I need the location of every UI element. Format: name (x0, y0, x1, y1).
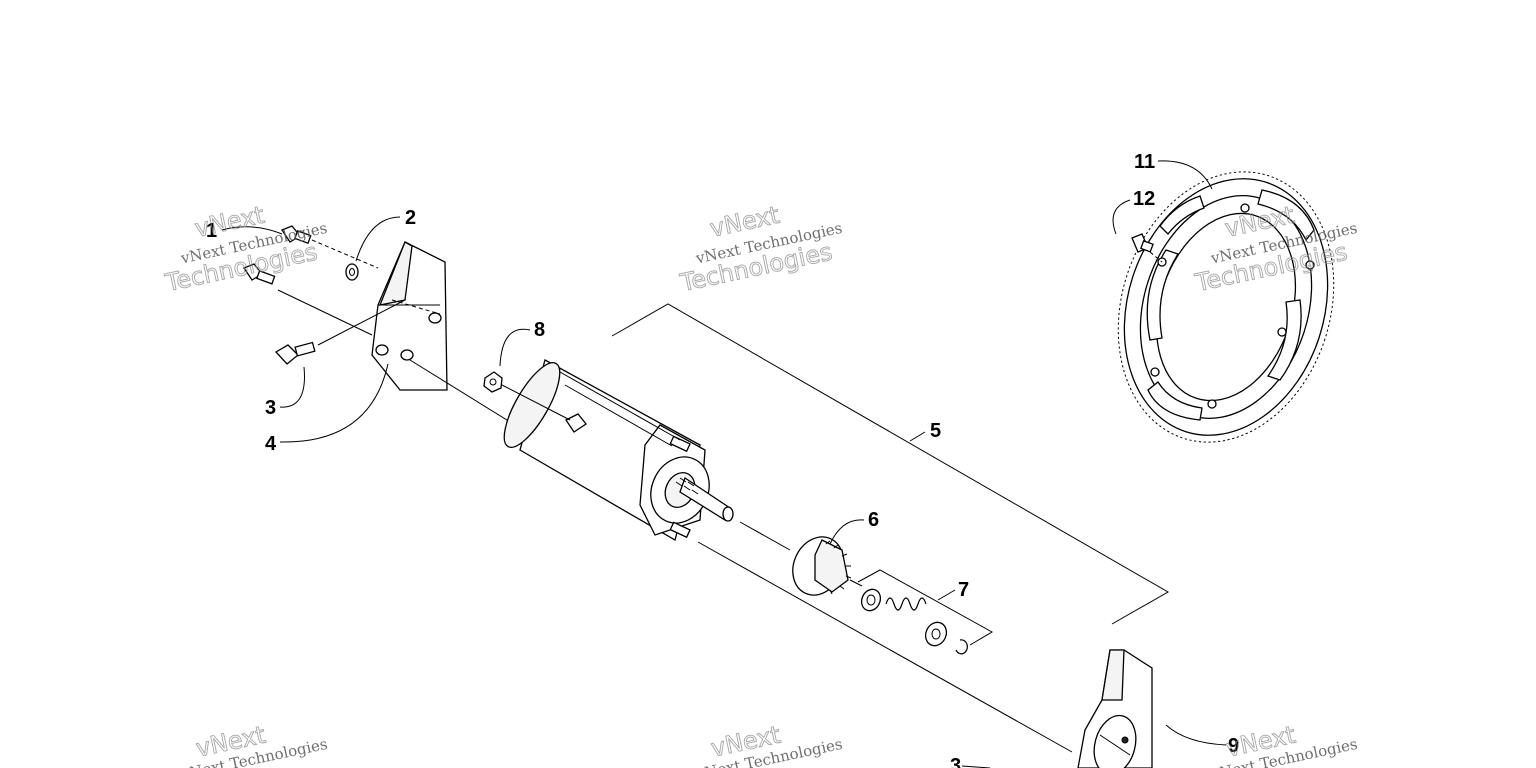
watermark-bottom-left: vNext vNext Technologies (179, 720, 329, 768)
bolt-mid (243, 263, 276, 285)
flat-head-screw (1131, 233, 1154, 253)
spring-kit (860, 588, 968, 655)
watermark-top-center: vNext vNext Technologies Technologies (677, 200, 844, 297)
terminal-nut (483, 371, 503, 393)
leader-8 (499, 328, 531, 367)
callout-1: 1 (206, 220, 217, 242)
callout-4: 4 (265, 433, 277, 455)
pinion-gear (792, 536, 863, 596)
callout-6: 6 (868, 509, 879, 531)
star-washer (345, 263, 359, 281)
leader-7 (937, 589, 956, 601)
watermark-bottom-center: vNext vNext Technologies (694, 720, 844, 768)
leader-12 (1112, 199, 1131, 235)
callout-5: 5 (930, 420, 941, 442)
leader-3a (279, 366, 305, 408)
callout-3: 3 (265, 397, 276, 419)
end-bracket (1077, 649, 1153, 768)
callout-3-lower: 3 (950, 755, 961, 768)
leader-1 (221, 226, 283, 235)
callout-11: 11 (1134, 151, 1155, 173)
bolt-upper (281, 225, 312, 245)
leader-9 (1165, 724, 1227, 746)
callout-8: 8 (534, 319, 545, 341)
starter-motor (503, 359, 734, 541)
ring-gear (1117, 171, 1335, 443)
callout-9: 9 (1228, 735, 1239, 757)
callout-7: 7 (958, 579, 969, 601)
leader-2 (355, 216, 401, 262)
callout-12: 12 (1133, 188, 1155, 210)
leader-4 (279, 363, 389, 443)
mounting-bracket (371, 241, 448, 391)
callout-2: 2 (405, 207, 416, 229)
leader-11 (1157, 160, 1213, 190)
leader-6 (829, 519, 865, 545)
watermark-bottom-right: vNext vNext Technologies (1209, 720, 1359, 768)
watermark-top-left: vNext vNext Technologies Technologies (162, 200, 329, 297)
flange-bolt-lower (274, 341, 316, 365)
leader-5 (909, 431, 926, 442)
